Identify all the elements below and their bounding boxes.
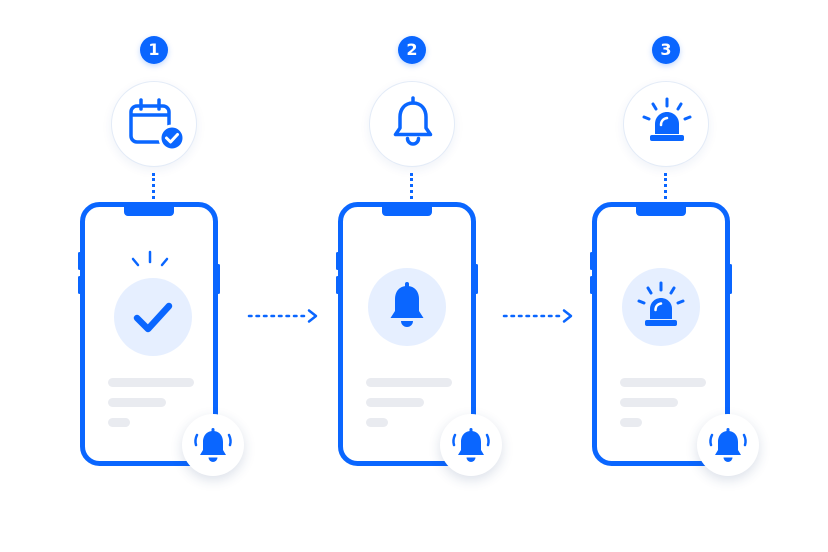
notification-badge (697, 414, 759, 476)
ringing-bell-icon (709, 428, 747, 462)
placeholder-text-line (108, 418, 130, 427)
bell-icon (390, 282, 424, 327)
placeholder-text-line (108, 398, 166, 407)
step-number-badge: 2 (398, 36, 426, 64)
placeholder-text-line (366, 378, 452, 387)
placeholder-text-line (620, 418, 642, 427)
placeholder-text-line (620, 378, 706, 387)
step-number-badge: 3 (652, 36, 680, 64)
checkmark-icon (133, 302, 173, 333)
placeholder-text-line (108, 378, 194, 387)
step-icon-circle (111, 81, 197, 167)
calendar-check-icon (129, 98, 186, 152)
step-icon-circle (369, 81, 455, 167)
screen-icon-circle (368, 268, 446, 346)
flow-arrow (247, 308, 319, 324)
dotted-arrow-right-icon (247, 309, 318, 323)
screen-icon-circle (114, 278, 192, 356)
sparkle-rays-icon (131, 250, 169, 267)
dotted-connector (664, 173, 667, 199)
ringing-bell-icon (452, 428, 490, 462)
notification-badge (440, 414, 502, 476)
notification-badge (182, 414, 244, 476)
placeholder-text-line (366, 398, 424, 407)
placeholder-text-line (366, 418, 388, 427)
dotted-connector (410, 173, 413, 199)
siren-icon (642, 97, 692, 141)
screen-icon-circle (622, 268, 700, 346)
phone-mockup (78, 202, 220, 466)
flow-arrow (502, 308, 574, 324)
dotted-arrow-right-icon (502, 309, 573, 323)
step-icon-circle (623, 81, 709, 167)
step-number-badge: 1 (140, 36, 168, 64)
phone-mockup (590, 202, 732, 466)
phone-mockup (336, 202, 478, 466)
bell-outline-icon (393, 96, 433, 146)
siren-icon (637, 281, 685, 326)
dotted-connector (152, 173, 155, 199)
placeholder-text-line (620, 398, 678, 407)
ringing-bell-icon (194, 428, 232, 462)
